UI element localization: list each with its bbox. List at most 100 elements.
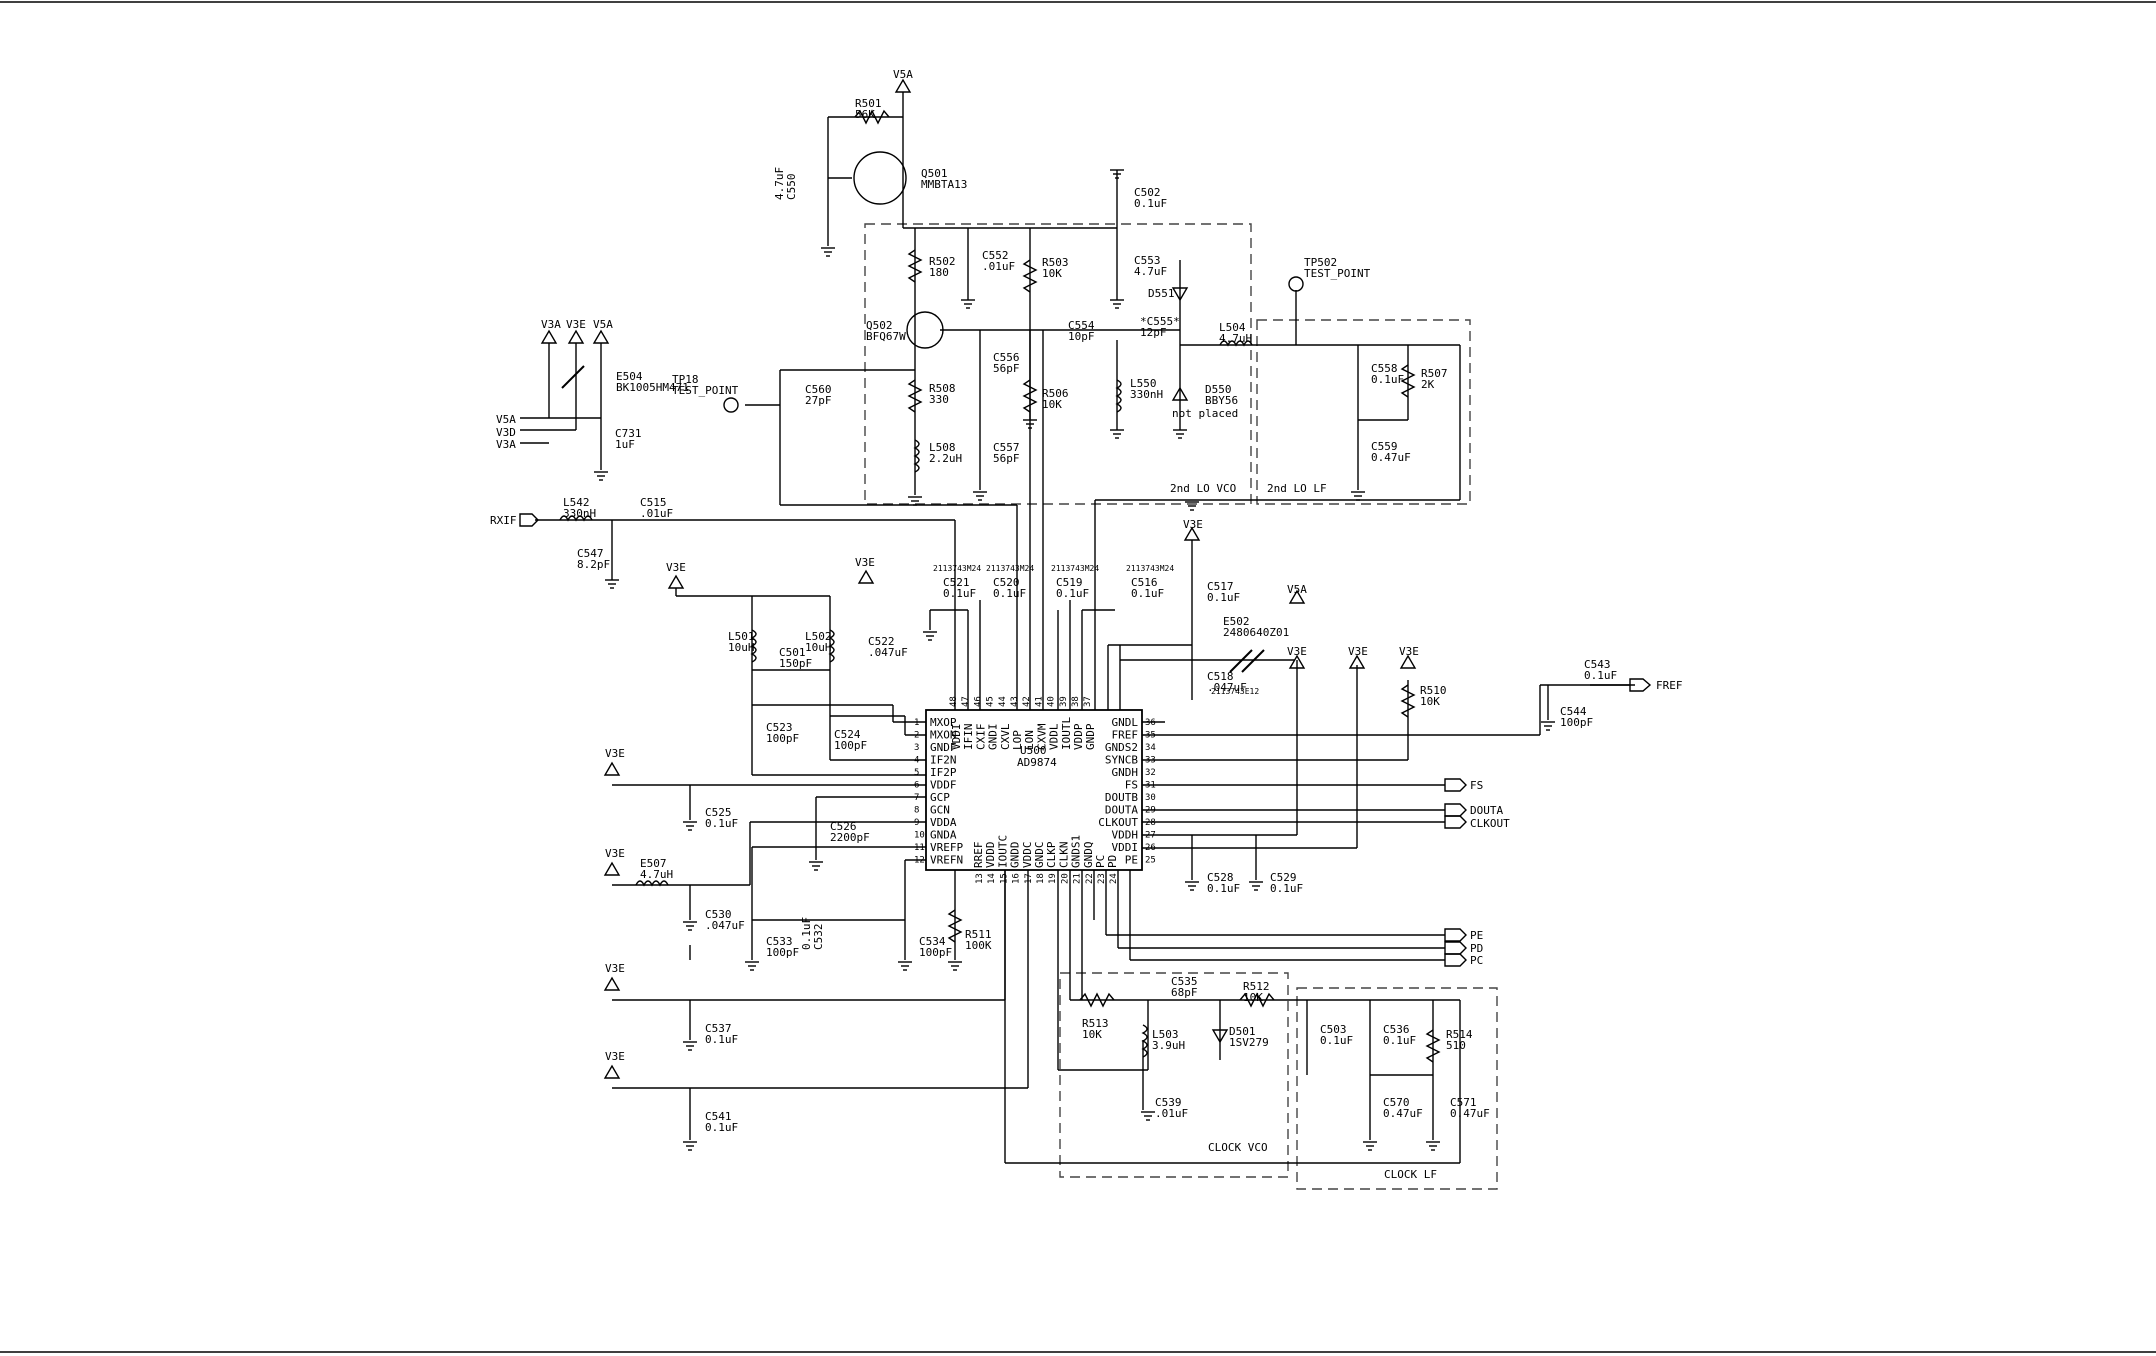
component-ref: C521 — [943, 576, 970, 589]
component-ref: *C555* — [1140, 315, 1180, 328]
ic-pin-name: IOUTC — [996, 835, 1009, 868]
ground-symbols — [594, 169, 1555, 1151]
component-value: 0.1uF — [1383, 1034, 1416, 1047]
component-value: 4.7uF — [1134, 265, 1167, 278]
component-ref: C528 — [1207, 871, 1234, 884]
ic-pin-name: VDDC — [1021, 842, 1034, 869]
component-ref: Q502 — [866, 319, 893, 332]
component-ref: C552 — [982, 249, 1009, 262]
component-ref: D550 — [1205, 383, 1232, 396]
component-value: 4.7uH — [640, 868, 673, 881]
ic-pin-name: VDDA — [930, 816, 957, 829]
ic-pin-number: 46 — [973, 696, 983, 707]
region-label-lo-vco: 2nd LO VCO — [1170, 482, 1236, 495]
rail-v3e-h: V3E — [605, 747, 625, 760]
ic-pin-name: MXOP — [930, 716, 957, 729]
component-ref: C543 — [1584, 658, 1611, 671]
part-number: 2113743M24 — [1126, 564, 1174, 573]
component-value: TEST_POINT — [1304, 267, 1371, 280]
component-value: BBY56 — [1205, 394, 1238, 407]
ic-pin-name: GNDL — [1112, 716, 1139, 729]
component-ref: C517 — [1207, 580, 1234, 593]
component-value: 10uH — [805, 641, 832, 654]
note-not-placed: not placed — [1172, 407, 1238, 420]
ic-pin-name: PD — [1106, 855, 1119, 868]
ic-pin-number: 43 — [1010, 696, 1020, 707]
ic-pin-number: 38 — [1071, 696, 1081, 707]
component-ref: C516 — [1131, 576, 1158, 589]
component-ref: C547 — [577, 547, 604, 560]
component-ref: C515 — [640, 496, 667, 509]
component-value: 10pF — [1068, 330, 1095, 343]
ic-pin-name: PC — [1094, 855, 1107, 868]
component-ref: R512 — [1243, 980, 1270, 993]
component-value: 0.1uF — [1320, 1034, 1353, 1047]
component-value: 150pF — [779, 657, 812, 670]
region-label-clock-lf: CLOCK LF — [1384, 1168, 1437, 1181]
component-ref: C537 — [705, 1022, 732, 1035]
component-value: 0.1uF — [993, 587, 1026, 600]
ic-pin-number: 47 — [961, 696, 971, 707]
component-ref: C558 — [1371, 362, 1398, 375]
ic-pin-name: CLKOUT — [1098, 816, 1138, 829]
ic-pin-number: 8 — [914, 806, 919, 816]
port-pc: PC — [1470, 954, 1483, 967]
rail-v3e-c: V3E — [855, 556, 875, 569]
ic-pin-name: CXVL — [999, 723, 1012, 750]
component-ref: C524 — [834, 728, 861, 741]
component-value: .01uF — [982, 260, 1015, 273]
component-value: 10K — [1042, 398, 1062, 411]
component-ref: R502 — [929, 255, 956, 268]
component-ref: L503 — [1152, 1028, 1179, 1041]
component-value: 100pF — [834, 739, 867, 752]
ic-pin-number: 1 — [914, 718, 919, 728]
component-value: 12pF — [1140, 326, 1167, 339]
component-value: 0.1uF — [943, 587, 976, 600]
component-value: .047uF — [1207, 681, 1247, 694]
component-value: 180 — [929, 266, 949, 279]
ic-pin-number: 36 — [1145, 718, 1156, 728]
component-ref: C544 — [1560, 705, 1587, 718]
ic-pin-name: GNDD — [1009, 842, 1022, 869]
ic-pin-name: VDDF — [930, 779, 957, 792]
component-ref: R506 — [1042, 387, 1069, 400]
component-ref: L501 — [728, 630, 755, 643]
component-value: 10K — [1420, 695, 1440, 708]
ic-pin-number: 7 — [914, 793, 919, 803]
port-clkout: CLKOUT — [1470, 817, 1510, 830]
ic-pin-number: 23 — [1097, 873, 1107, 884]
component-ref: C541 — [705, 1110, 732, 1123]
component-value: 100pF — [766, 732, 799, 745]
ic-pin-name: GNDS1 — [1070, 835, 1083, 868]
component-value: 10K — [1082, 1028, 1102, 1041]
ic-pin-name: GNDQ — [1082, 842, 1095, 869]
component-value: 0.47uF — [1383, 1107, 1423, 1120]
ic-pin-number: 16 — [1012, 873, 1022, 884]
component-value: 68pF — [1171, 986, 1198, 999]
component-value: 1uF — [615, 438, 635, 451]
region-2nd-lo-lf — [1256, 319, 1471, 505]
component-ref: C520 — [993, 576, 1020, 589]
component-value: 0.1uF — [1270, 882, 1303, 895]
component-ref: C501 — [779, 646, 806, 659]
rail-v3e-j: V3E — [605, 962, 625, 975]
component-value: 0.1uF — [1207, 591, 1240, 604]
component-value: 56pF — [993, 452, 1020, 465]
rail-v3e-i: V3E — [605, 847, 625, 860]
part-number: 2113743M24 — [986, 564, 1034, 573]
part-number: 2113743M24 — [1051, 564, 1099, 573]
conn-v3a: V3A — [496, 438, 516, 451]
component-value: 2480640Z01 — [1223, 626, 1289, 639]
component-ref: C556 — [993, 351, 1020, 364]
component-ref: C530 — [705, 908, 732, 921]
component-value: 10uH — [728, 641, 755, 654]
port-fs: FS — [1470, 779, 1483, 792]
component-ref: C570 — [1383, 1096, 1410, 1109]
component-value: 0.47uF — [1450, 1107, 1490, 1120]
component-ref: C525 — [705, 806, 732, 819]
ic-pin-name: GCP — [930, 791, 950, 804]
component-ref: C571 — [1450, 1096, 1477, 1109]
component-value: 10K — [1042, 267, 1062, 280]
component-ref: R514 — [1446, 1028, 1473, 1041]
ic-pin-name: GNDS2 — [1105, 741, 1138, 754]
